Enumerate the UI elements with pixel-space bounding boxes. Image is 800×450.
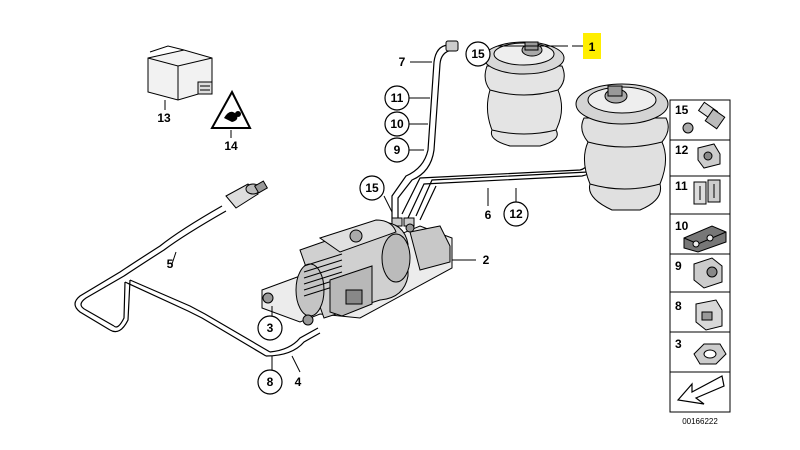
callout-10-label: 10 bbox=[390, 117, 404, 131]
bleed-valve-icon bbox=[682, 101, 726, 134]
callout-11[interactable]: 11 bbox=[384, 85, 410, 111]
sidebar-item-3[interactable]: 3 bbox=[675, 337, 727, 365]
callout-4[interactable]: 4 bbox=[295, 375, 302, 389]
sidebar-item-15-label: 15 bbox=[675, 103, 689, 117]
double-connector-icon bbox=[693, 179, 721, 205]
callout-7-label: 7 bbox=[399, 55, 406, 69]
callout-13[interactable]: 13 bbox=[157, 111, 171, 125]
callout-14[interactable]: 14 bbox=[224, 139, 238, 153]
retaining-clip-icon bbox=[695, 299, 723, 331]
callout-5-label: 5 bbox=[167, 257, 174, 271]
callout-15-lower-label: 15 bbox=[365, 181, 379, 195]
callout-6-label: 6 bbox=[485, 208, 492, 222]
callout-1-label: 1 bbox=[589, 40, 596, 54]
sidebar-item-11-label: 11 bbox=[675, 179, 688, 193]
callout-6[interactable]: 6 bbox=[485, 208, 492, 222]
pressure-sensor-illustration bbox=[225, 180, 269, 209]
sidebar-item-9-label: 9 bbox=[675, 259, 682, 273]
callout-1-highlight bbox=[583, 33, 601, 59]
warning-triangle-icon bbox=[210, 89, 252, 129]
sidebar-item-8-label: 8 bbox=[675, 299, 682, 313]
sidebar-item-15[interactable]: 15 bbox=[675, 101, 726, 134]
line-fitting-illustration bbox=[391, 40, 459, 227]
callout-13-label: 13 bbox=[157, 111, 171, 125]
compressor-illustration bbox=[261, 219, 453, 326]
callout-2[interactable]: 2 bbox=[483, 253, 490, 267]
sidebar-item-9[interactable]: 9 bbox=[675, 257, 723, 289]
callout-4-label: 4 bbox=[295, 375, 302, 389]
sidebar-item-8[interactable]: 8 bbox=[675, 299, 723, 331]
sidebar-item-12-label: 12 bbox=[675, 143, 689, 157]
callout-9[interactable]: 9 bbox=[384, 137, 410, 163]
sidebar-item-11[interactable]: 11 bbox=[675, 179, 721, 205]
callout-15-upper[interactable]: 15 bbox=[465, 41, 491, 67]
callout-15-lower[interactable]: 15 bbox=[359, 175, 385, 201]
callout-12-label: 12 bbox=[509, 207, 523, 221]
right-air-spring-illustration bbox=[575, 83, 669, 211]
callout-12[interactable]: 12 bbox=[503, 201, 529, 227]
control-module-illustration bbox=[147, 45, 213, 101]
plug-housing-icon bbox=[683, 225, 727, 253]
callout-10[interactable]: 10 bbox=[384, 111, 410, 137]
callout-14-label: 14 bbox=[224, 139, 238, 153]
callout-15-upper-label: 15 bbox=[471, 47, 485, 61]
callout-9-label: 9 bbox=[394, 143, 401, 157]
diagram-reference-number: 00166222 bbox=[682, 417, 718, 426]
callout-1[interactable]: 1 bbox=[583, 33, 601, 59]
clip-connector-icon bbox=[693, 257, 723, 289]
hex-nut-icon bbox=[693, 343, 727, 365]
sidebar-item-12[interactable]: 12 bbox=[675, 143, 721, 169]
sidebar-item-10[interactable]: 10 bbox=[675, 219, 727, 253]
arrow-icon bbox=[676, 375, 725, 405]
callout-8[interactable]: 8 bbox=[257, 369, 283, 395]
callout-3-label: 3 bbox=[267, 321, 274, 335]
callout-3[interactable]: 3 bbox=[257, 315, 283, 341]
sensor-cable-illustration bbox=[74, 205, 321, 357]
leader-lines bbox=[171, 45, 584, 373]
sidebar-item-10-label: 10 bbox=[675, 219, 689, 233]
callout-7[interactable]: 7 bbox=[399, 55, 406, 69]
callout-2-label: 2 bbox=[483, 253, 490, 267]
callout-5[interactable]: 5 bbox=[167, 257, 174, 271]
connector-icon bbox=[697, 143, 721, 169]
callout-11-label: 11 bbox=[391, 91, 404, 105]
sidebar-item-3-label: 3 bbox=[675, 337, 682, 351]
left-air-spring-illustration bbox=[483, 41, 565, 147]
callout-8-label: 8 bbox=[267, 375, 274, 389]
